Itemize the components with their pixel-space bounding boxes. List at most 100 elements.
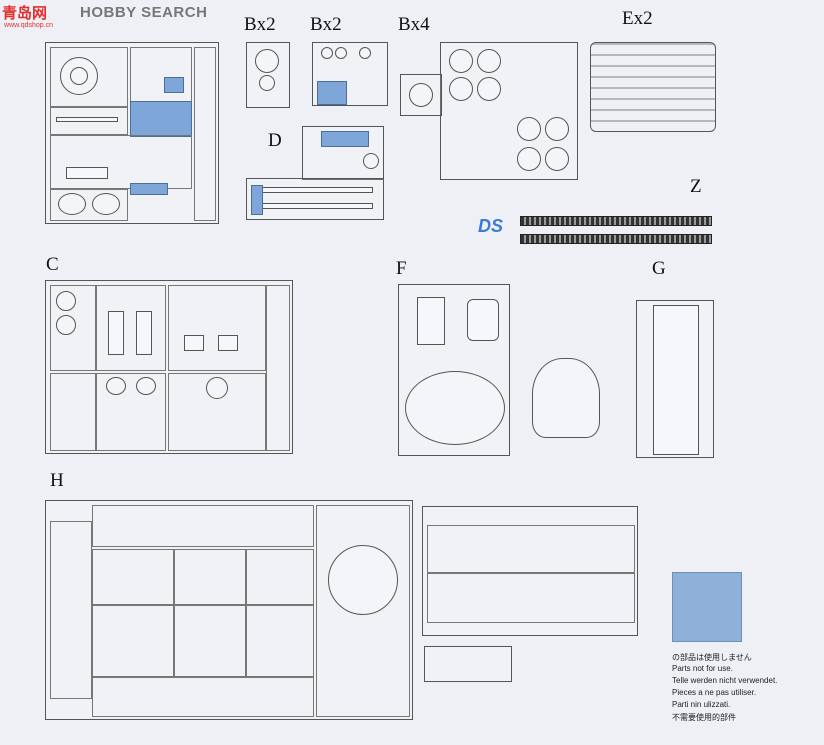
sprue-g	[636, 300, 714, 458]
sprue-b3-wheel	[545, 147, 569, 171]
sprue-b3-wheel	[545, 117, 569, 141]
sprue-c-cell	[168, 373, 266, 451]
sprue-h-cell	[92, 677, 314, 717]
sprue-b3-wheel	[517, 117, 541, 141]
sprue-d-bottom	[246, 178, 384, 220]
sprue-b3-gear	[400, 74, 442, 116]
sprue-c-cell	[168, 285, 266, 371]
sprue-a-part	[58, 193, 86, 215]
sprue-a-part	[70, 67, 88, 85]
sprue-d-part	[363, 153, 379, 169]
sprue-c-part	[56, 291, 76, 311]
sprue-b3-part	[409, 83, 433, 107]
sprue-c-part	[108, 311, 124, 355]
unused-part-marker	[321, 131, 369, 147]
sprue-a	[45, 42, 219, 224]
sprue-b3-wheel	[449, 49, 473, 73]
sprue-c-cell	[50, 373, 96, 451]
sprue-b1-label: Bx2	[244, 14, 276, 35]
ds-logo: DS	[478, 216, 504, 236]
sprue-f-part	[467, 299, 499, 341]
sprue-a-cell	[50, 135, 192, 189]
track-link-z	[520, 216, 712, 226]
sprue-c-part	[56, 315, 76, 335]
unused-parts-swatch	[672, 572, 742, 642]
sprue-c	[45, 280, 293, 454]
sprue-h-cell	[92, 605, 174, 677]
watermark-url: www.qdshop.cn	[4, 22, 54, 29]
sprue-d-top	[302, 126, 384, 180]
sprue-d-barrel	[261, 203, 373, 209]
sprue-g-part	[653, 305, 699, 455]
sprue-f	[398, 284, 510, 456]
sprue-c-part	[218, 335, 238, 351]
sprue-c-part	[136, 311, 152, 355]
sprue-h-cell	[246, 605, 314, 677]
sprue-b2	[312, 42, 388, 106]
sprue-d-barrel	[261, 187, 373, 193]
sprue-b2-part	[321, 47, 333, 59]
sprue-h-cell	[50, 521, 92, 699]
legend-line-zh: 不需要使用的部件	[672, 713, 736, 722]
sprue-h-cell	[92, 549, 174, 605]
sprue-c-part	[106, 377, 126, 395]
unused-part-marker	[164, 77, 184, 93]
sprue-h-cell	[246, 549, 314, 605]
sprue-h-hull	[316, 505, 410, 717]
sprue-b3-wheel	[449, 77, 473, 101]
sprue-c-cell	[96, 285, 166, 371]
sprue-c-cell	[50, 285, 96, 371]
sprue-b1-part	[255, 49, 279, 73]
sprue-a-cell	[50, 47, 128, 107]
unused-part-marker	[130, 183, 168, 195]
sprue-b2-part	[335, 47, 347, 59]
sprue-b3-wheel	[517, 147, 541, 171]
sprue-b3-wheel	[477, 77, 501, 101]
sprue-b3	[440, 42, 578, 180]
sprue-z-label: Z	[690, 176, 702, 197]
watermark-text: HOBBY SEARCH	[80, 4, 208, 21]
legend-line-en: Parts not for use.	[672, 664, 733, 673]
sprue-c-part	[184, 335, 204, 351]
sprue-b2-label: Bx2	[310, 14, 342, 35]
sprue-e-label: Ex2	[622, 8, 653, 29]
sprue-c-cell	[266, 285, 290, 451]
sprue-h-hull-part	[328, 545, 398, 615]
sprue-letters	[422, 506, 638, 636]
sprue-g-label: G	[652, 258, 666, 279]
unused-part-marker	[130, 101, 192, 137]
sprue-c-label: C	[46, 254, 59, 275]
sprue-b2-part	[359, 47, 371, 59]
unused-part-marker	[251, 185, 263, 215]
sprue-letters-cell	[427, 573, 635, 623]
sprue-e	[590, 42, 716, 132]
sprue-letters-small	[424, 646, 512, 682]
sprue-a-part	[56, 117, 118, 122]
sprue-b3-label: Bx4	[398, 14, 430, 35]
sprue-a-part	[92, 193, 120, 215]
track-link-z	[520, 234, 712, 244]
sprue-h-cell	[92, 505, 314, 547]
sprue-b1-part	[259, 75, 275, 91]
legend-line-de: Telle werden nicht verwendet.	[672, 676, 778, 685]
sprue-h	[45, 500, 413, 720]
sprue-d-label: D	[268, 130, 282, 151]
sprue-f-mantlet	[405, 371, 505, 445]
sprue-f-turret	[532, 358, 600, 438]
sprue-a-cell	[50, 107, 128, 135]
sprue-c-part	[206, 377, 228, 399]
sprue-b3-wheel	[477, 49, 501, 73]
legend-line-ja: の部品は使用しません	[672, 653, 752, 662]
sprue-a-cell	[194, 47, 216, 221]
sprue-b1	[246, 42, 290, 108]
legend-line-it: Parti nin ulizzati.	[672, 700, 731, 709]
sprue-h-cell	[174, 605, 246, 677]
sprue-letters-cell	[427, 525, 635, 573]
unused-part-marker	[317, 81, 347, 105]
sprue-h-label: H	[50, 470, 64, 491]
sprue-c-cell	[96, 373, 166, 451]
legend-line-fr: Pieces a ne pas utiliser.	[672, 688, 757, 697]
watermark-logo: 青岛网	[2, 5, 48, 22]
sprue-c-part	[136, 377, 156, 395]
sprue-h-cell	[174, 549, 246, 605]
